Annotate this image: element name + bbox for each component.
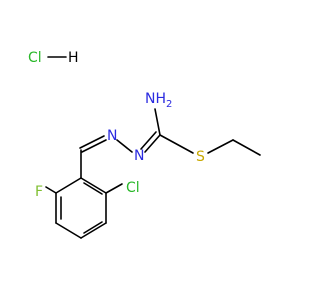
- molecule-canvas: Cl H NH2 N N S F Cl: [28, 50, 261, 239]
- ring-bond-4: [80, 222, 107, 239]
- ring-chlorine-label: Cl: [126, 180, 140, 196]
- bond-n-ch-b: [81, 139, 107, 153]
- sulfur-label: S: [196, 149, 205, 165]
- bond-c-n-right-a: [144, 134, 161, 153]
- bond-c-nh2: [154, 108, 161, 136]
- bonds: [45, 108, 261, 239]
- ring-bond-1: [55, 177, 82, 194]
- bond-s-ch2: [207, 139, 234, 154]
- amine-label: NH2: [145, 91, 172, 110]
- bond-ch2-ch3: [232, 139, 261, 156]
- structure-diagram: Cl H NH2 N N S F Cl: [28, 50, 261, 239]
- salt-h-label: H: [68, 50, 79, 66]
- ring-double-3: [83, 182, 103, 195]
- bond-n-n: [116, 139, 133, 153]
- bond-n-ch-a: [79, 135, 105, 149]
- ring-bond-6: [80, 177, 107, 194]
- hydrazone-n-left: N: [107, 128, 117, 144]
- ring-double-2: [83, 221, 103, 234]
- bond-ring-f: [45, 186, 57, 194]
- hydrazone-n-right: N: [134, 148, 144, 164]
- fluorine-label: F: [35, 184, 43, 200]
- bond-c-s: [159, 134, 194, 154]
- salt-cl-label: Cl: [28, 50, 42, 66]
- bond-c-n-right-b: [140, 131, 157, 150]
- ring-bond-3: [55, 222, 82, 239]
- bond-ring-cl: [105, 183, 123, 194]
